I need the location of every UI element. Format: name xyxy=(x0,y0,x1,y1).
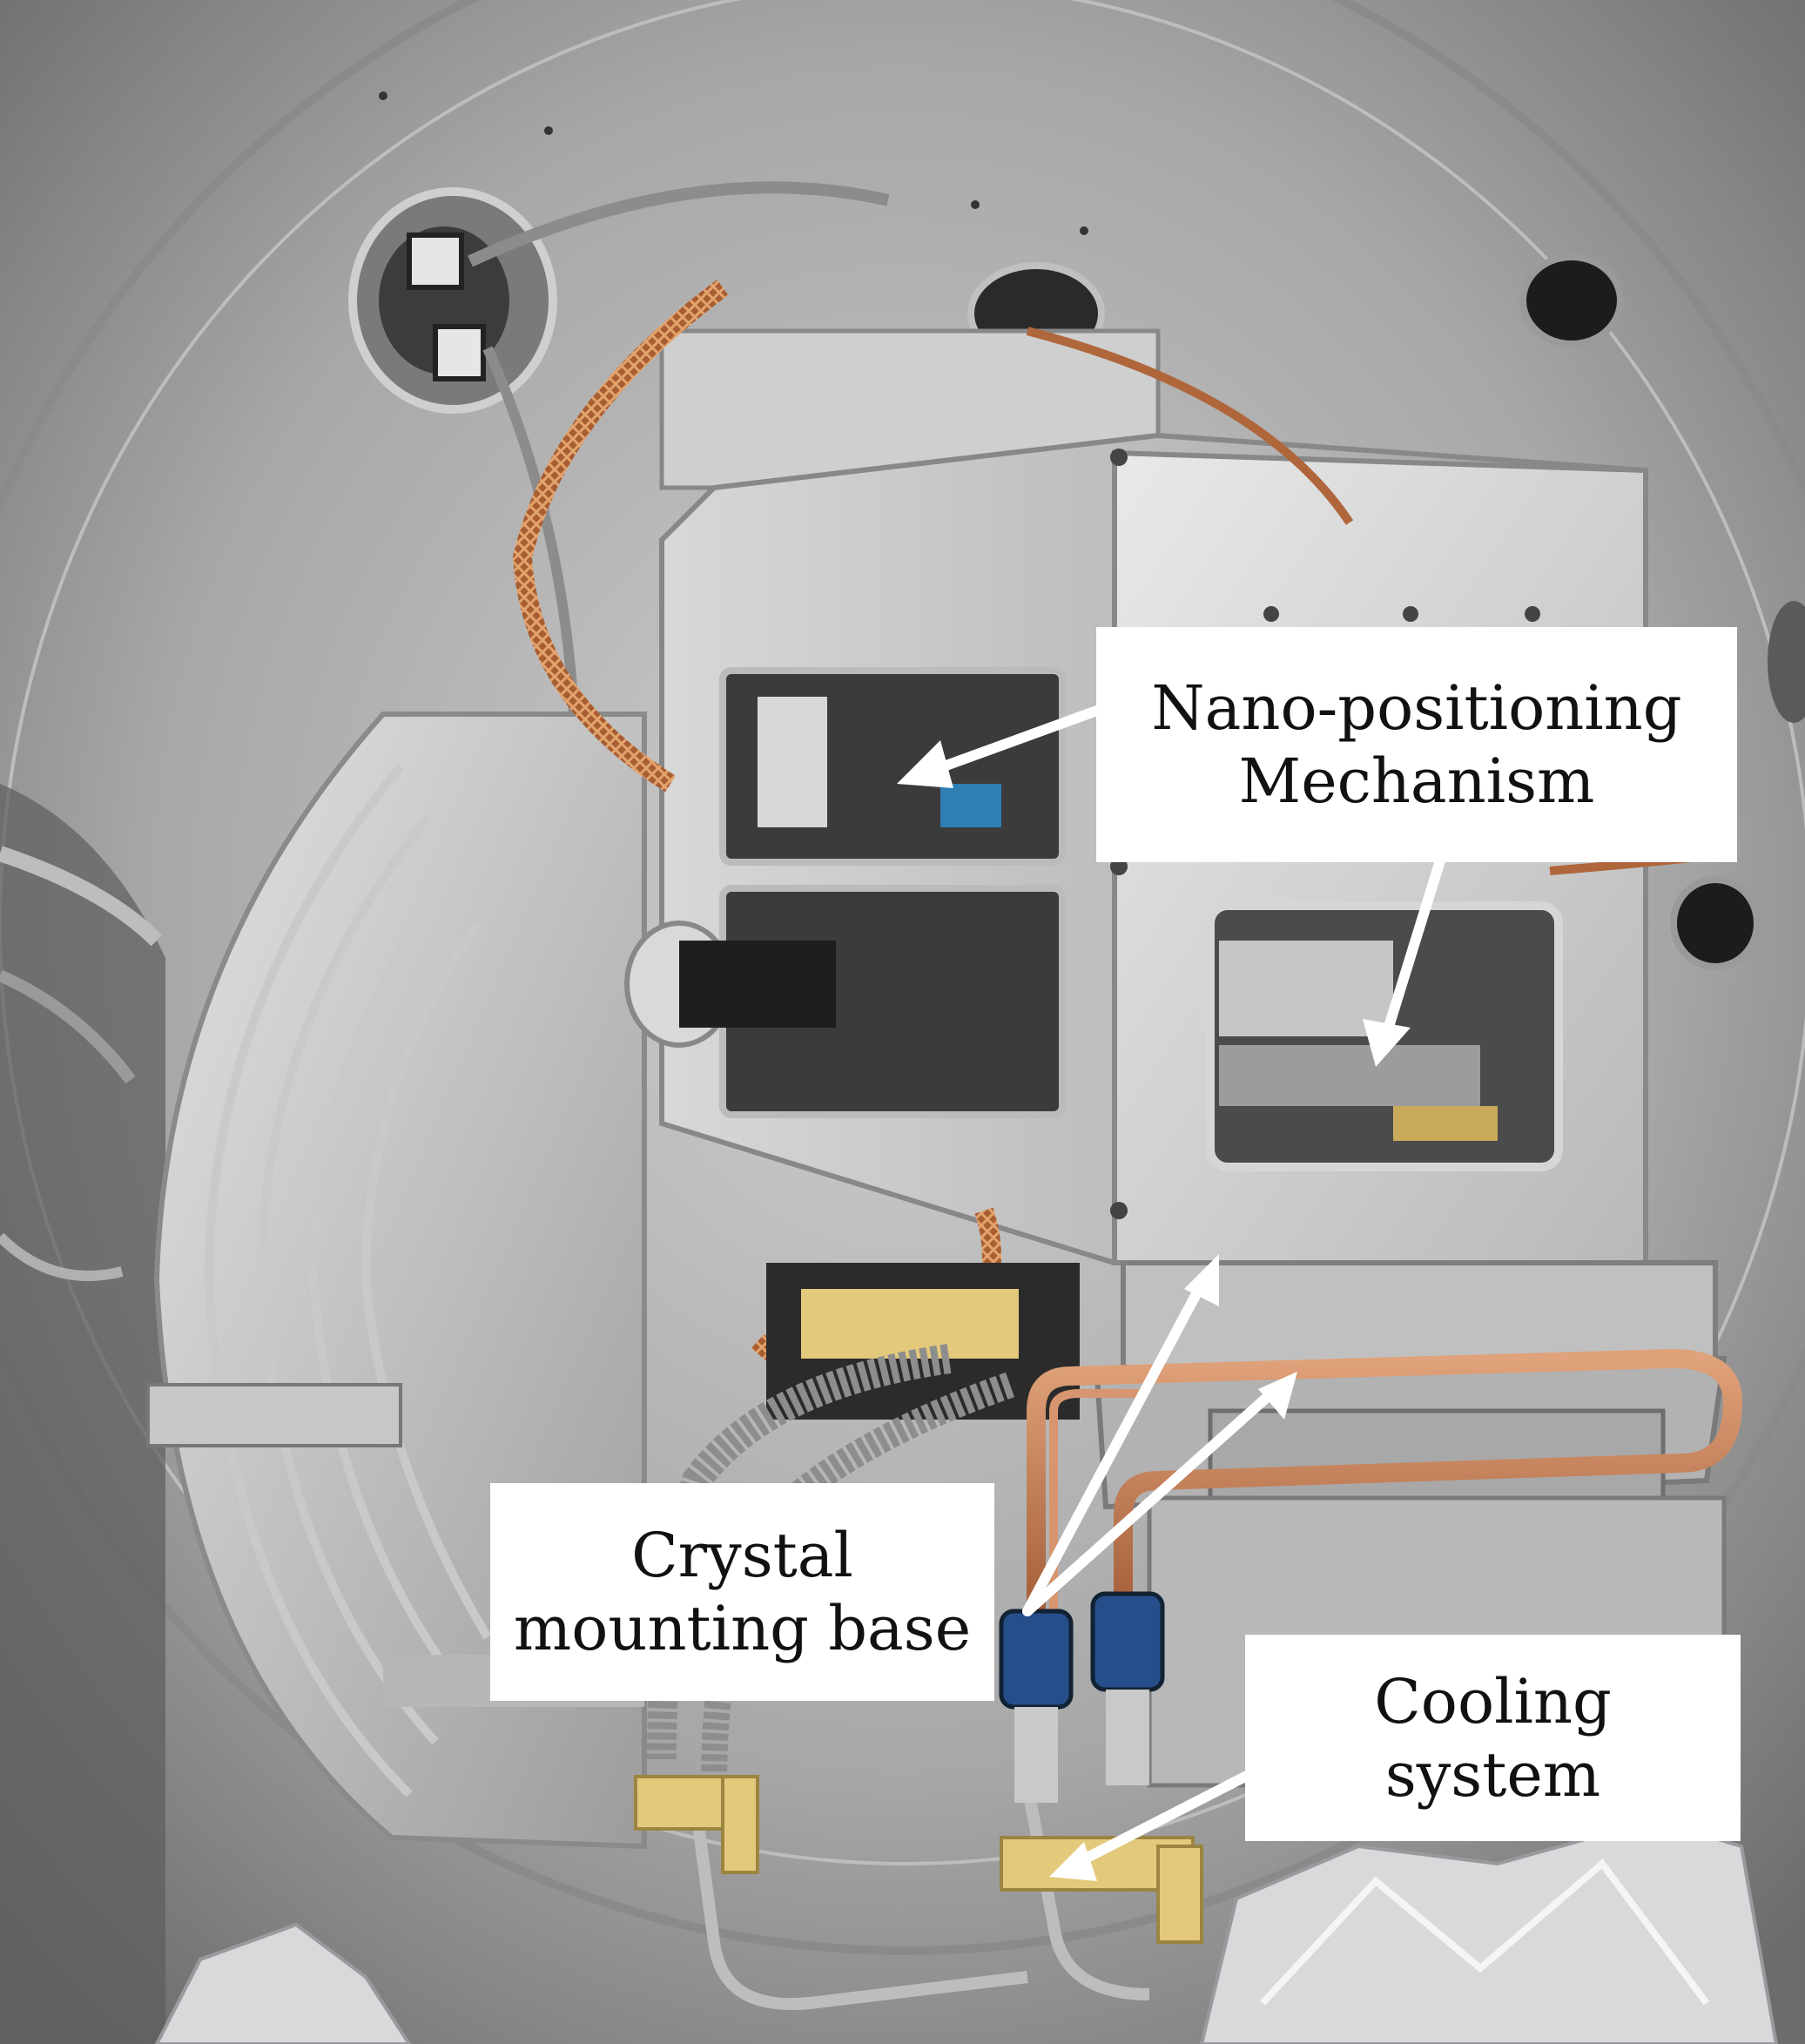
aluminium-foil xyxy=(154,1818,1779,2044)
arrow-crystal-1 xyxy=(1022,1271,1211,1616)
label-crystal-mounting-base-line2: mounting base xyxy=(513,1593,972,1664)
arrow-nano-upper-head xyxy=(897,740,953,788)
arrow-crystal-2-head xyxy=(1258,1372,1297,1420)
electrical-feedthrough xyxy=(348,181,890,732)
label-cooling-system: Cooling system xyxy=(1245,1635,1741,1841)
arrow-nano-upper xyxy=(926,696,1128,776)
copper-cooling-tube xyxy=(1027,1348,1743,1646)
arrow-crystal-1-head xyxy=(1184,1254,1219,1306)
label-nano-positioning: Nano-positioning Mechanism xyxy=(1096,627,1737,862)
arrow-nano-lower-head xyxy=(1363,1019,1411,1067)
arrow-cooling-head xyxy=(1049,1842,1097,1881)
label-crystal-mounting-base-line1: Crystal xyxy=(631,1520,853,1591)
annotation-arrows xyxy=(897,696,1446,1881)
label-cooling-system-line1: Cooling xyxy=(1374,1665,1612,1737)
arrow-crystal-2 xyxy=(1022,1388,1276,1616)
arrow-cooling xyxy=(1070,1771,1250,1869)
label-nano-positioning-line1: Nano-positioning xyxy=(1151,672,1682,744)
cable-bundle xyxy=(0,846,163,1281)
label-nano-positioning-line2: Mechanism xyxy=(1238,745,1595,817)
arrow-nano-lower xyxy=(1379,853,1446,1046)
label-crystal-mounting-base: Crystal mounting base xyxy=(490,1483,994,1701)
vacuum-fittings xyxy=(634,1591,1203,1944)
label-cooling-system-line2: system xyxy=(1384,1738,1601,1811)
